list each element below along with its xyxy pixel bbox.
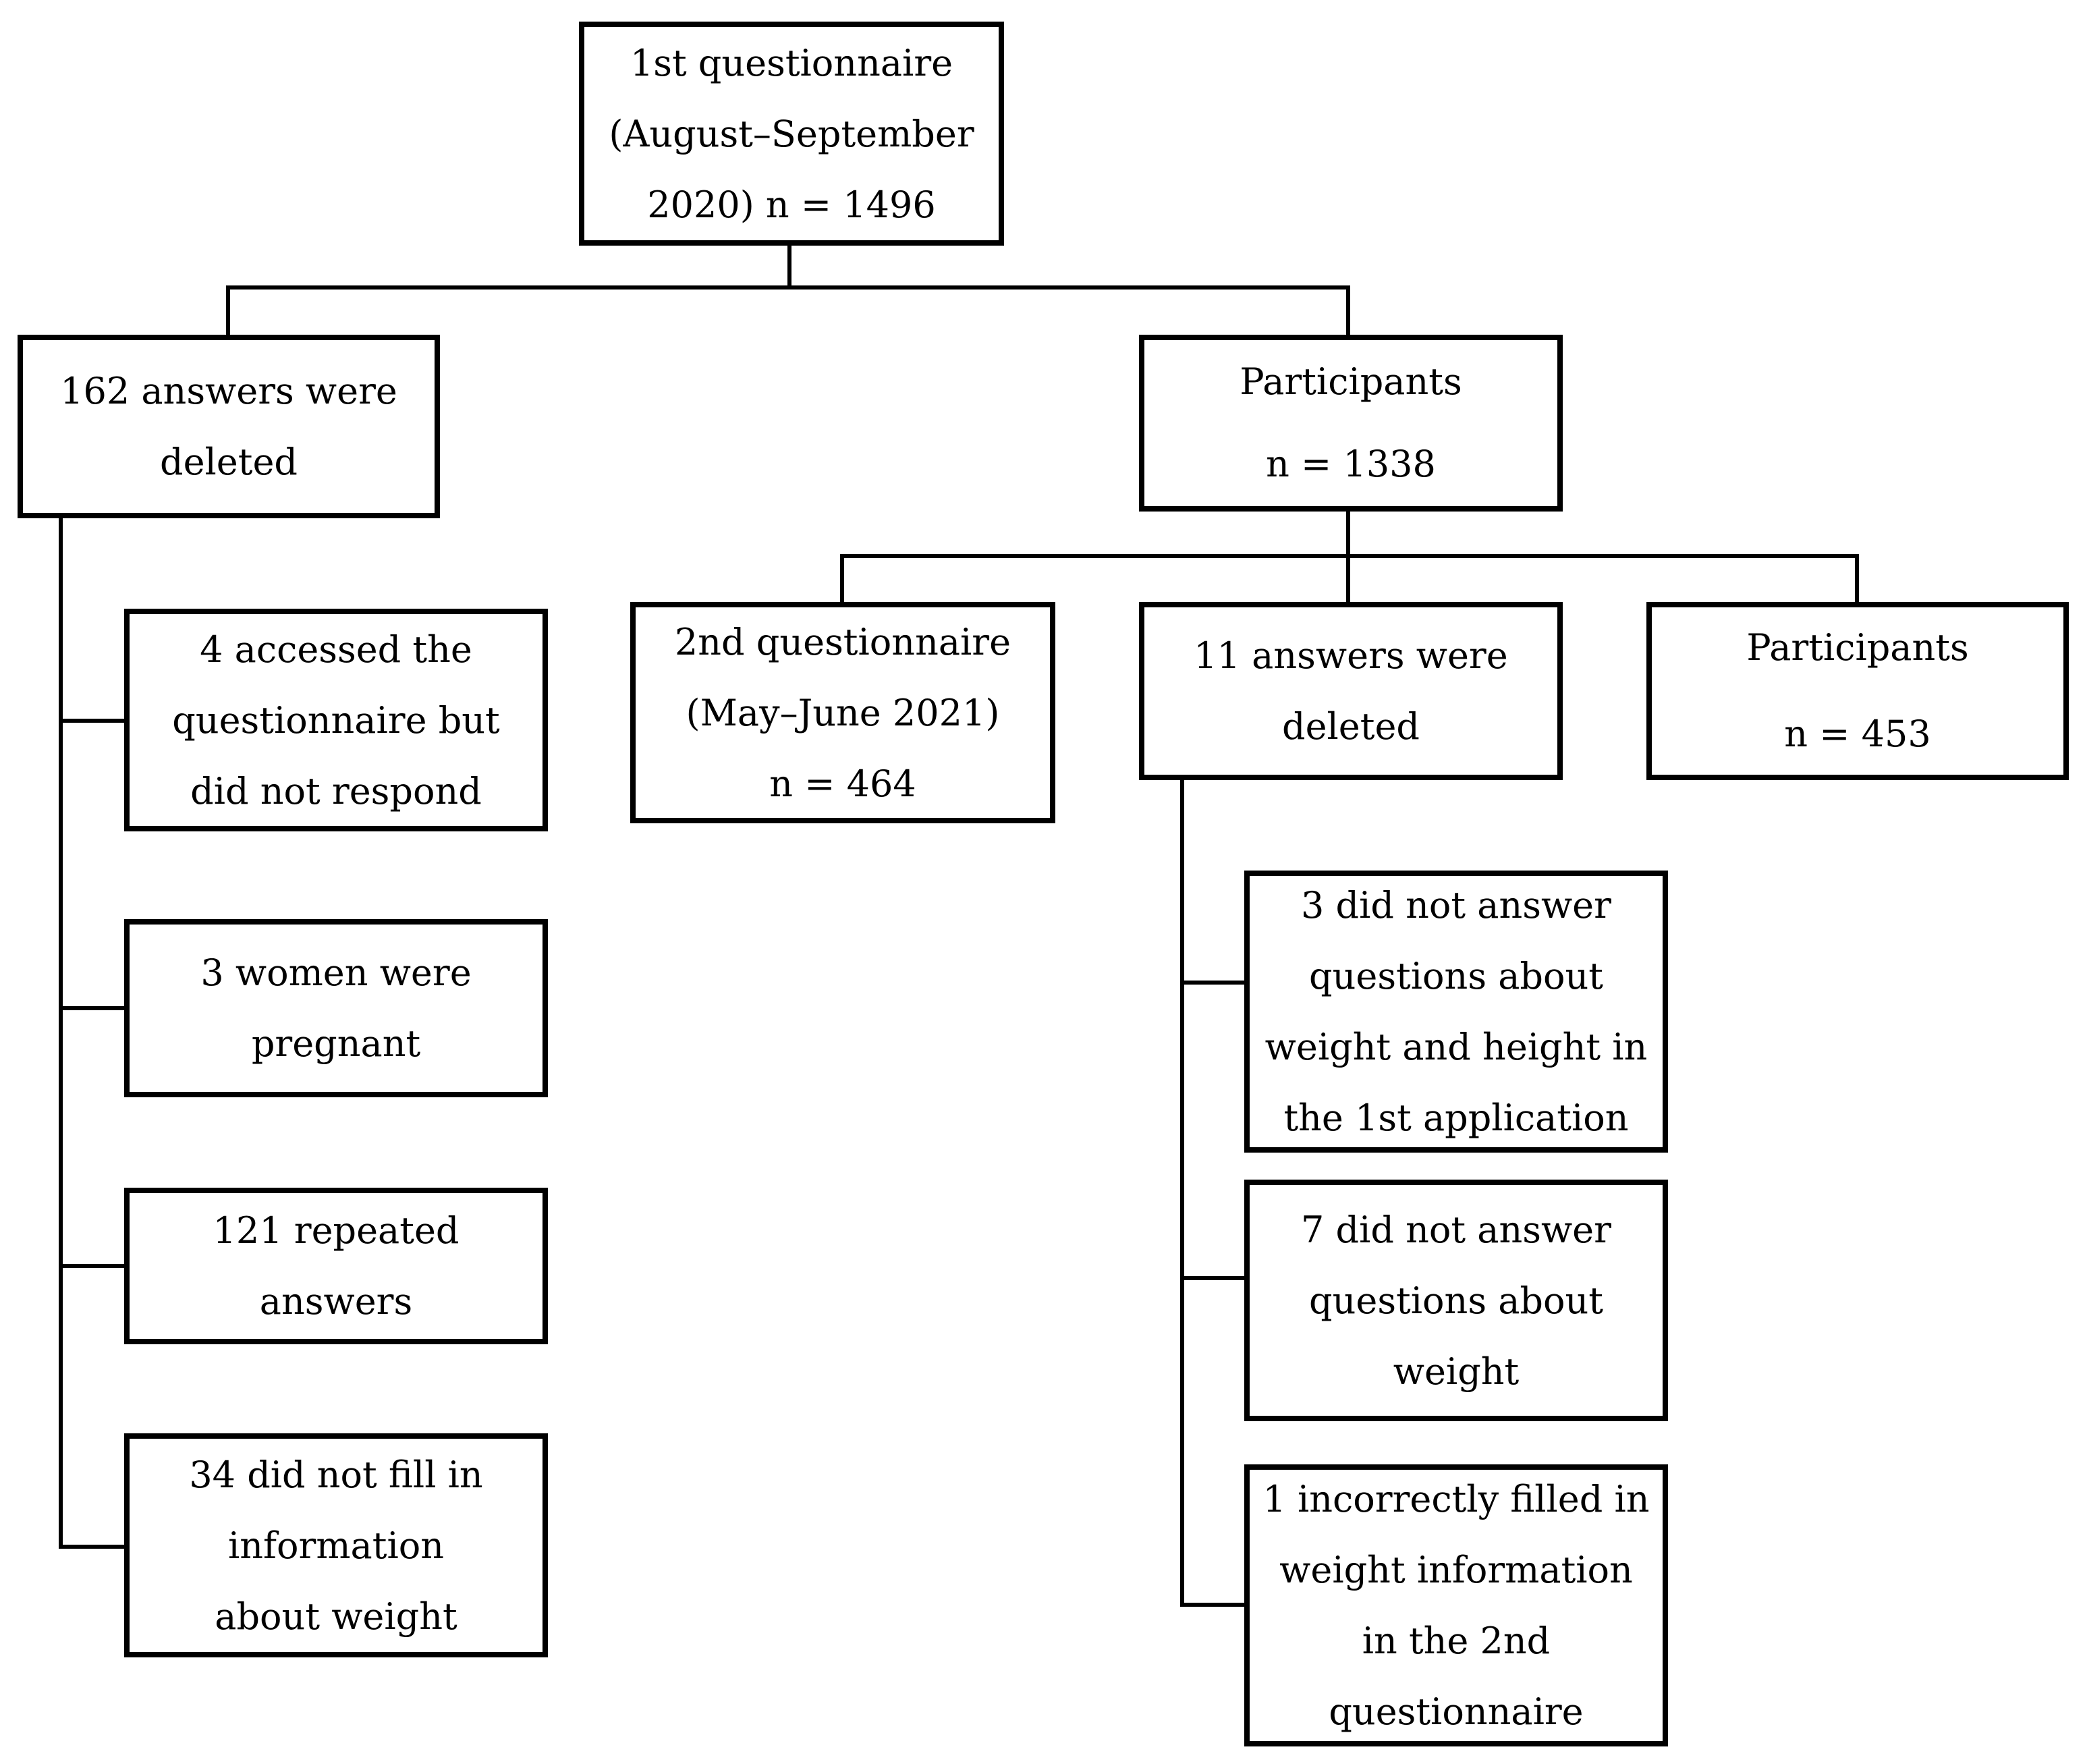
node-text-line: 7 did not answer xyxy=(1301,1208,1611,1251)
node-text-line: the 1st application xyxy=(1283,1097,1629,1139)
node-text-line: weight xyxy=(1393,1350,1520,1393)
node-text-line: in the 2nd xyxy=(1362,1620,1551,1662)
node-participants-second: Participants n = 453 xyxy=(1646,602,2069,780)
node-text-line: (August–September xyxy=(609,112,974,155)
node-deleted-second-reason-1: 3 did not answer questions about weight … xyxy=(1244,871,1668,1153)
node-text-line: pregnant xyxy=(251,1022,421,1065)
node-text-line: did not respond xyxy=(190,769,482,812)
node-deleted-first-reason-1: 4 accessed the questionnaire but did not… xyxy=(124,609,548,831)
node-text-line: 2nd questionnaire xyxy=(674,620,1011,663)
node-text-line: questions about xyxy=(1309,1279,1603,1322)
node-text-line: weight and height in xyxy=(1264,1026,1648,1068)
node-deleted-first-reason-4: 34 did not fill in information about wei… xyxy=(124,1433,548,1657)
node-text-line: 3 women were xyxy=(200,952,472,994)
node-text-line: information xyxy=(227,1524,445,1567)
node-text-line: answers xyxy=(259,1280,413,1323)
node-text-line: 162 answers were xyxy=(60,370,397,412)
node-text-line: 34 did not fill in xyxy=(189,1453,483,1496)
node-text-line: questions about xyxy=(1309,955,1603,997)
node-text-line: questionnaire xyxy=(1329,1690,1584,1733)
node-text-line: questionnaire but xyxy=(172,698,500,742)
node-text-line: 1st questionnaire xyxy=(630,41,953,84)
node-deleted-second-reason-2: 7 did not answer questions about weight xyxy=(1244,1180,1668,1421)
node-deleted-first-reason-3: 121 repeated answers xyxy=(124,1188,548,1344)
node-text-line: Participants xyxy=(1746,626,1969,669)
node-text-line: about weight xyxy=(215,1595,457,1638)
root-node-first-questionnaire: 1st questionnaire (August–September 2020… xyxy=(579,22,1004,246)
node-text-line: (May–June 2021) xyxy=(686,691,1000,734)
node-deleted-second-reason-3: 1 incorrectly filled in weight informati… xyxy=(1244,1464,1668,1746)
node-text-line: weight information xyxy=(1279,1549,1633,1591)
node-text-line: Participants xyxy=(1240,360,1462,403)
node-text-line: n = 453 xyxy=(1784,713,1931,755)
node-text-line: 11 answers were xyxy=(1194,634,1508,677)
node-deleted-first-reason-2: 3 women were pregnant xyxy=(124,919,548,1097)
node-second-questionnaire: 2nd questionnaire (May–June 2021) n = 46… xyxy=(630,602,1055,823)
node-text-line: deleted xyxy=(1282,705,1420,748)
node-text-line: n = 464 xyxy=(769,762,916,805)
node-text-line: 4 accessed the xyxy=(200,628,472,671)
node-text-line: 3 did not answer xyxy=(1301,884,1611,927)
node-text-line: 121 repeated xyxy=(213,1209,460,1252)
node-deleted-second: 11 answers were deleted xyxy=(1139,602,1563,780)
node-participants-first: Participants n = 1338 xyxy=(1139,335,1563,512)
node-text-line: 1 incorrectly filled in xyxy=(1262,1478,1650,1520)
node-text-line: n = 1338 xyxy=(1266,443,1436,485)
node-deleted-first: 162 answers were deleted xyxy=(18,335,440,518)
node-text-line: deleted xyxy=(160,441,298,483)
node-text-line: 2020) n = 1496 xyxy=(647,183,936,226)
